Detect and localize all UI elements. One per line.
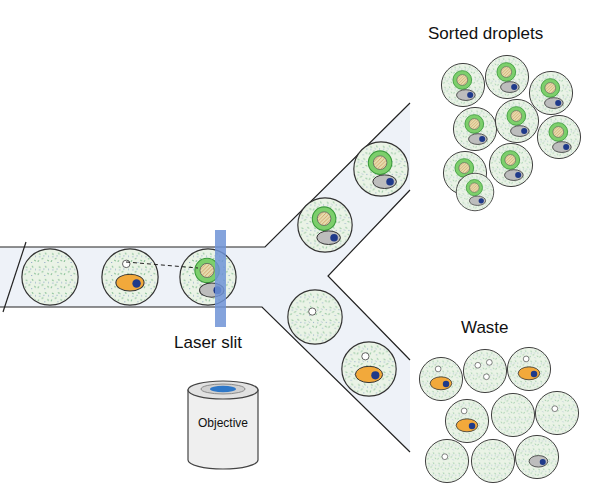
objective-lens: Objective [187, 378, 259, 472]
section-label: Sorted droplets [428, 24, 543, 44]
section-label: Waste [461, 318, 509, 338]
laser-label: Laser slit [174, 333, 242, 353]
node-text: Objective [187, 416, 259, 430]
